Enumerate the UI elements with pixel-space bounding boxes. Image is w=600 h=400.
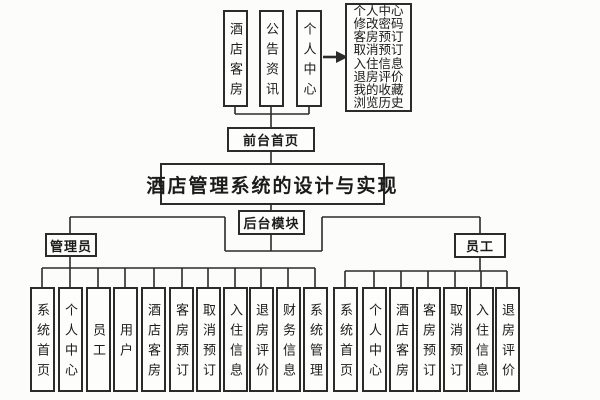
personal-center-detail-box: 个人中心 修改密码 客房预订 取消预订 入住信息 退房评价 我的收藏 浏览历史 (345, 3, 412, 112)
detail-item: 退房评价 (353, 69, 404, 84)
arrow-right-icon (336, 51, 348, 63)
admin-leaf-hotel-rooms: 酒店客房 (141, 287, 166, 392)
admin-leaf-checkout-review: 退房评价 (249, 287, 274, 392)
staff-leaf-personal-center: 个人中心 (362, 287, 387, 392)
node-back-module: 后台模块 (238, 210, 305, 235)
admin-leaf-system-home: 系统首页 (30, 287, 55, 392)
admin-leaf-cancel-booking: 取消预订 (196, 287, 221, 392)
admin-leaf-checkin-info: 入住信息 (223, 287, 248, 392)
node-staff: 员工 (454, 233, 506, 258)
detail-item: 客房预订 (353, 30, 404, 45)
node-hotel-rooms: 酒店客房 (223, 10, 248, 107)
detail-item: 浏览历史 (353, 96, 404, 111)
node-admin: 管理员 (45, 233, 97, 257)
admin-leaf-finance-info: 财务信息 (276, 287, 301, 392)
admin-leaf-system-manage: 系统管理 (303, 287, 328, 392)
staff-leaf-room-booking: 客房预订 (416, 287, 441, 392)
connector-front-modules (234, 107, 310, 127)
node-notice-info: 公告资讯 (259, 10, 284, 107)
detail-item: 修改密码 (353, 16, 404, 31)
node-front-home: 前台首页 (227, 127, 315, 152)
admin-leaf-staff: 员工 (86, 287, 111, 392)
admin-leaf-room-booking: 客房预订 (169, 287, 194, 392)
diagram-title: 酒店管理系统的设计与实现 (147, 163, 397, 205)
detail-item: 取消预订 (353, 43, 404, 58)
admin-leaf-users: 用户 (113, 287, 138, 392)
staff-leaf-checkin-info: 入住信息 (469, 287, 494, 392)
connector-spine (69, 152, 481, 252)
connector-admin-rail (41, 257, 316, 287)
staff-leaf-system-home: 系统首页 (333, 287, 358, 392)
staff-leaf-cancel-booking: 取消预订 (443, 287, 468, 392)
staff-leaf-checkout-review: 退房评价 (495, 287, 520, 392)
detail-item: 入住信息 (353, 56, 404, 71)
staff-leaf-hotel-rooms: 酒店客房 (389, 287, 414, 392)
detail-item: 个人中心 (353, 3, 404, 18)
node-personal-center: 个人中心 (296, 10, 322, 107)
connector-staff-rail (344, 258, 508, 287)
admin-leaf-personal-center: 个人中心 (58, 287, 83, 392)
detail-item: 我的收藏 (353, 82, 404, 97)
